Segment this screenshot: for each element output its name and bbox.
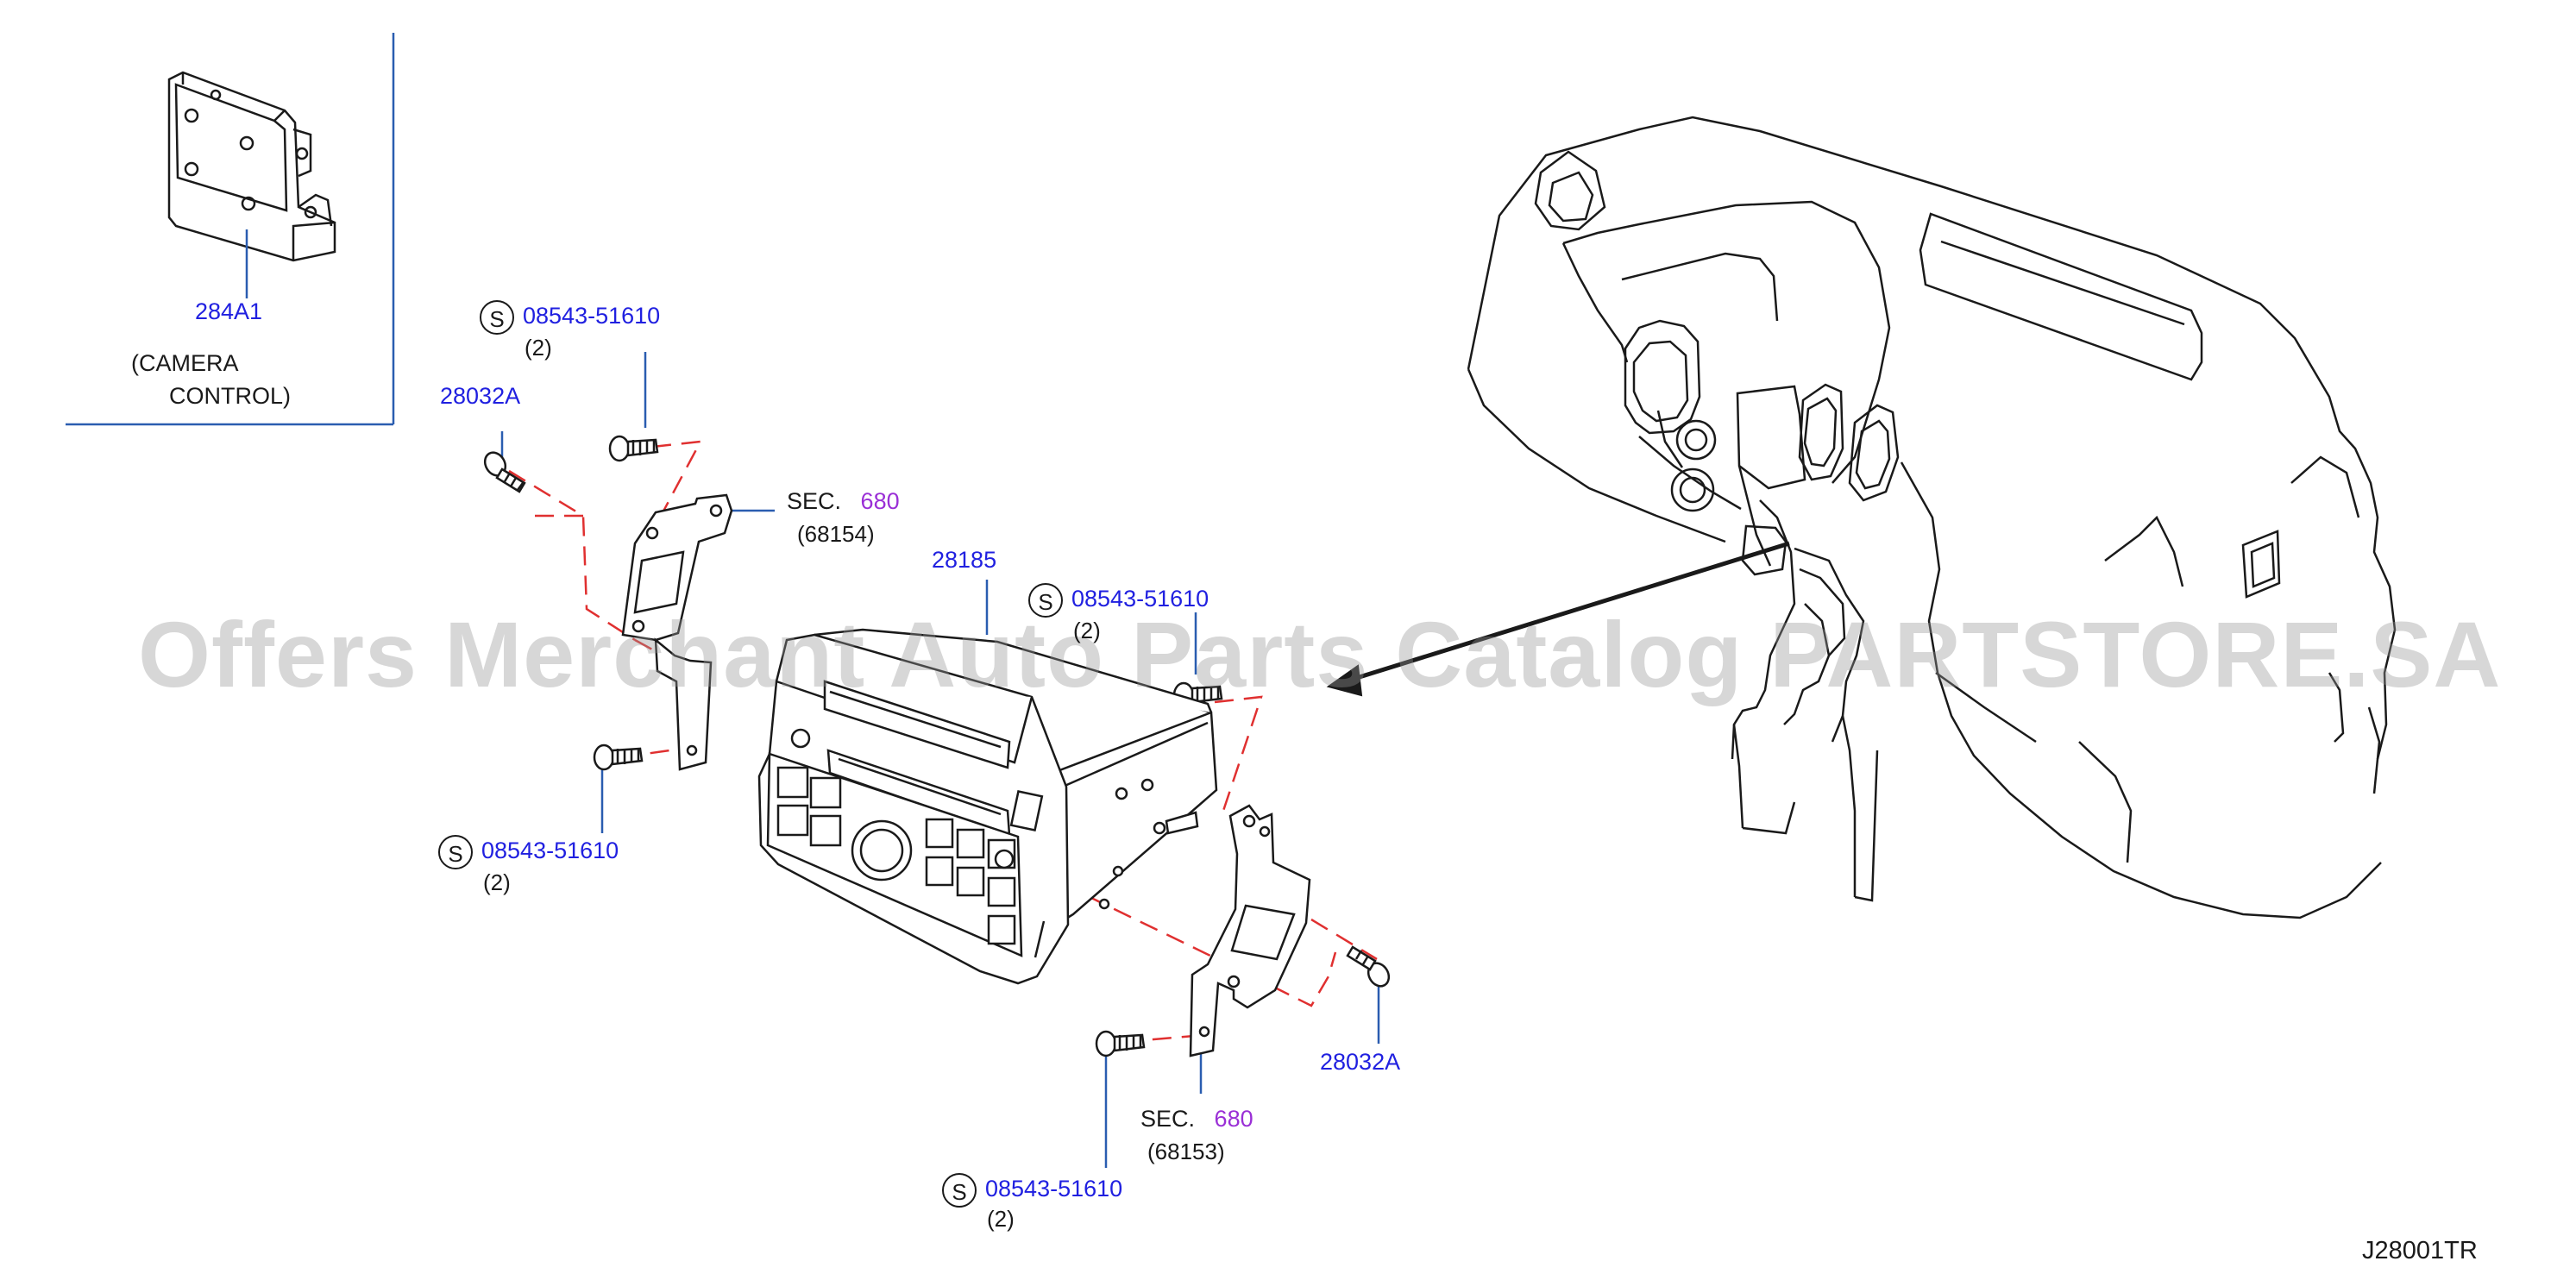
bracket-right-drawing (1189, 804, 1311, 1057)
service-symbol: S (438, 835, 473, 869)
part-number-08543-51610[interactable]: 08543-51610 (481, 838, 619, 864)
service-symbol: S (942, 1173, 977, 1208)
qty-screw-top: (2) (525, 335, 552, 361)
section-number-680-left[interactable]: 680 (860, 488, 900, 514)
qty-screw-right: (2) (1073, 618, 1101, 643)
camera-caption-line2: CONTROL) (169, 383, 291, 409)
sec-prefix: SEC. (787, 488, 842, 514)
callout-screw-right: S 08543-51610 (1028, 583, 1209, 618)
diagram-id: J28001TR (2362, 1237, 2478, 1264)
part-number-08543-51610[interactable]: 08543-51610 (1071, 586, 1209, 612)
section-number-680-right[interactable]: 680 (1214, 1106, 1253, 1132)
part-number-08543-51610[interactable]: 08543-51610 (523, 303, 661, 329)
callout-screw-left: S 08543-51610 (438, 835, 619, 869)
bolt-left-drawing (483, 451, 526, 493)
camera-inset-frame (66, 33, 395, 426)
bracket-left-drawing (621, 493, 733, 771)
part-number-284a1[interactable]: 284A1 (195, 298, 263, 324)
dashboard-drawing (1467, 116, 2397, 919)
bolt-right-drawing (1346, 945, 1391, 988)
screw-left-drawing (593, 744, 644, 771)
qty-screw-left: (2) (483, 869, 511, 895)
watermark-text: Offers Merchant Auto Parts Catalog PARTS… (138, 602, 2502, 706)
callout-screw-top: S 08543-51610 (480, 300, 660, 335)
section-label-left: SEC. 680 (787, 490, 900, 513)
sec-prefix: SEC. (1140, 1106, 1196, 1132)
camera-control-unit-drawing (167, 71, 336, 262)
screw-top-drawing (608, 435, 659, 462)
camera-caption-line1: (CAMERA (131, 350, 239, 376)
location-arrow (1326, 541, 1790, 697)
qty-screw-bottom: (2) (987, 1206, 1015, 1232)
part-number-08543-51610[interactable]: 08543-51610 (985, 1176, 1123, 1202)
screw-bottom-drawing (1095, 1030, 1146, 1057)
part-number-28032a-left[interactable]: 28032A (440, 383, 521, 409)
part-number-28032a-right[interactable]: 28032A (1320, 1049, 1401, 1075)
section-label-right: SEC. 680 (1140, 1107, 1253, 1131)
section-ref-68153: (68153) (1147, 1139, 1225, 1164)
section-ref-68154: (68154) (797, 521, 875, 547)
audio-buttons (776, 766, 1016, 945)
service-symbol: S (1028, 583, 1063, 618)
audio-unit-drawing (757, 628, 1218, 985)
service-symbol: S (480, 300, 514, 335)
part-number-28185[interactable]: 28185 (932, 547, 997, 573)
callout-screw-bottom: S 08543-51610 (942, 1173, 1122, 1208)
